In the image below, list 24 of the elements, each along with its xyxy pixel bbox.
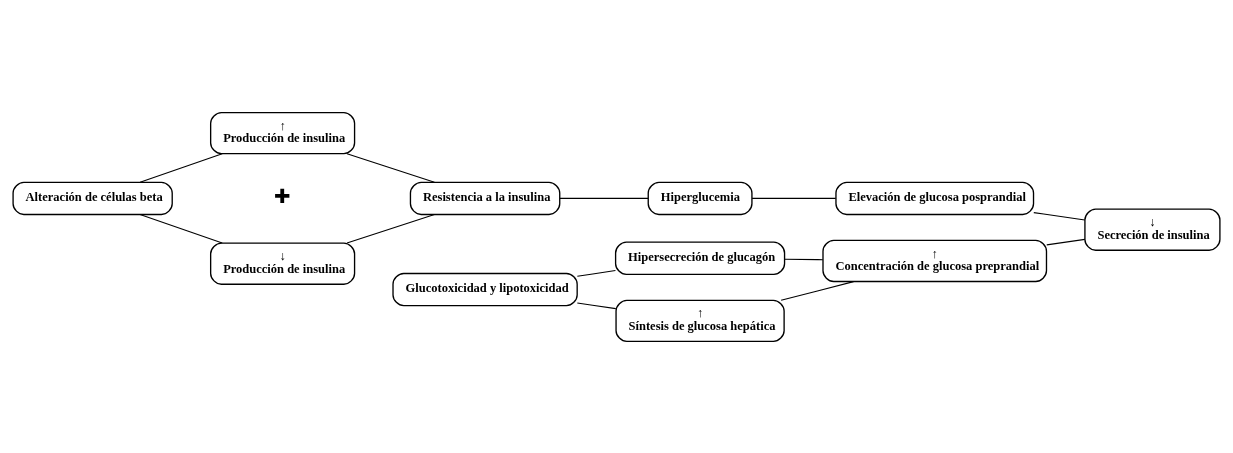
connector <box>1046 238 1086 245</box>
connector <box>784 258 824 260</box>
node-box: Hipersecreción de glucagón <box>614 241 786 275</box>
connector <box>576 301 617 309</box>
node-box: ↑ Producción de insulina <box>210 111 356 154</box>
node-box: ↓ Producción de insulina <box>210 241 356 285</box>
node-box: ↓ Secreción de insulina <box>1084 207 1221 251</box>
connector <box>139 152 223 183</box>
connector <box>346 213 435 244</box>
connector <box>780 280 855 301</box>
node-box: ↑ Concentración de glucosa preprandial <box>822 239 1048 282</box>
connector <box>559 197 649 199</box>
connector <box>576 269 616 277</box>
connector <box>139 213 223 244</box>
node-box: Resistencia a la insulina <box>409 181 561 215</box>
node-box: ↑ Síntesis de glucosa hepática <box>615 299 785 342</box>
node-box: Alteración de células beta <box>12 181 173 215</box>
node-box: Hiperglucemia <box>647 181 753 215</box>
node-box: Glucotoxicidad y lipotoxicidad <box>392 272 578 306</box>
label: ✚ <box>274 184 291 208</box>
connector <box>751 197 837 199</box>
node-box: Elevación de glucosa posprandial <box>835 181 1035 215</box>
connector <box>346 152 435 183</box>
connector <box>1033 211 1086 221</box>
